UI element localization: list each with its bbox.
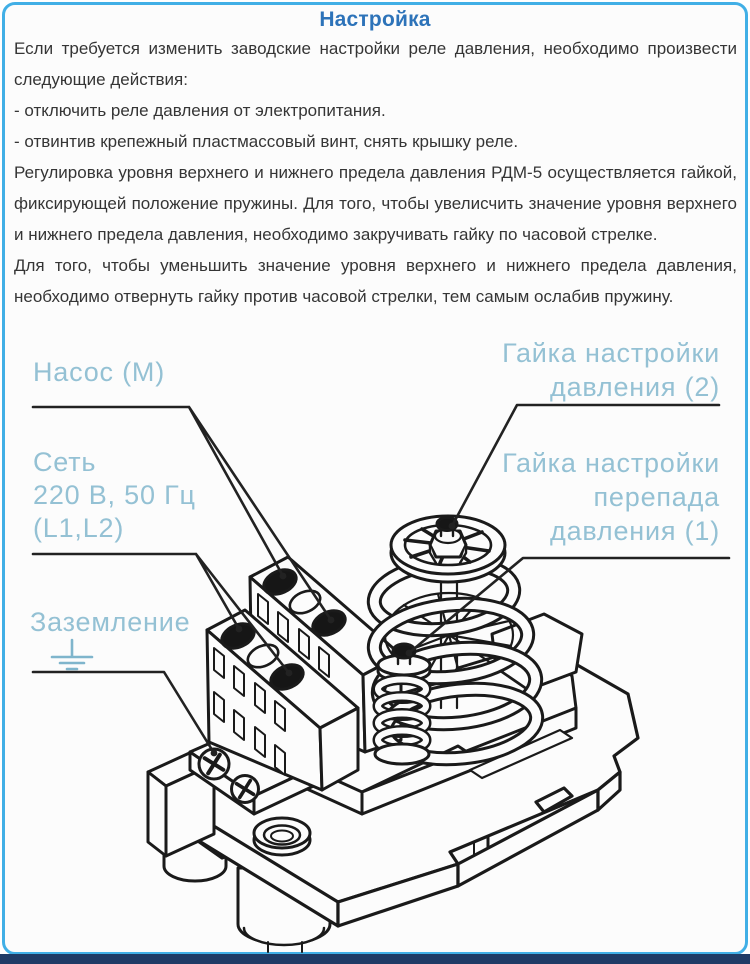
footer-bar — [0, 954, 750, 964]
paragraph-increase: Регулировка уровня верхнего и нижнего пр… — [14, 163, 737, 244]
paragraph-step2: - отвинтив крепежный пластмассовый винт,… — [14, 132, 519, 151]
paragraph-decrease: Для того, чтобы уменьшить значение уровн… — [14, 256, 737, 306]
paragraph-intro: Если требуется изменить заводские настро… — [14, 39, 737, 89]
page-title: Настройка — [319, 8, 431, 31]
paragraph-step1: - отключить реле давления от электропита… — [14, 101, 386, 120]
body-text: Если требуется изменить заводские настро… — [14, 33, 737, 312]
